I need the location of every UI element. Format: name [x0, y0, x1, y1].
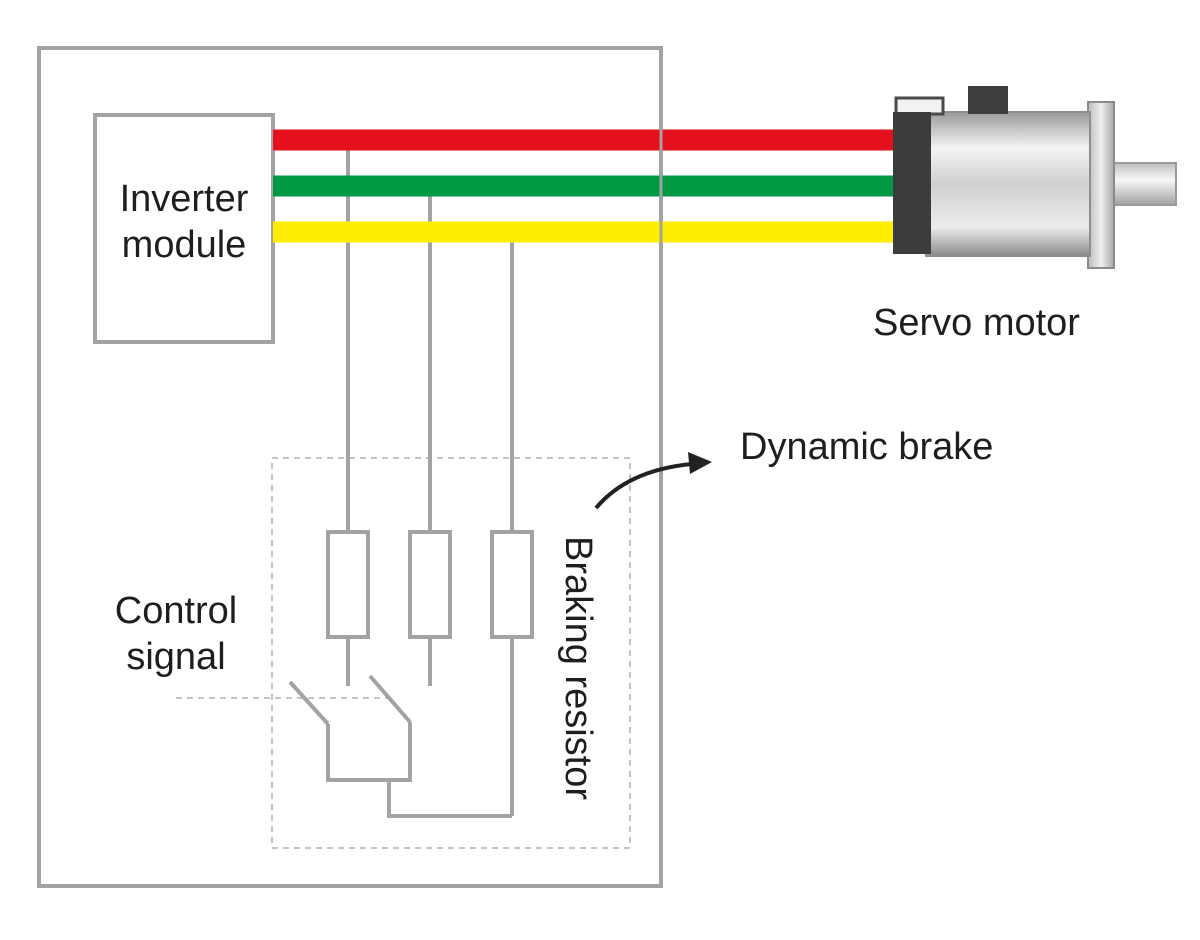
dynamic-brake-label: Dynamic brake: [740, 426, 994, 468]
motor-connector-box: [968, 86, 1008, 114]
drive-enclosure: [37, 46, 663, 888]
brake-switch-circuit: [288, 637, 514, 818]
servo-motor-label: Servo motor: [873, 302, 1080, 344]
inverter-module-label: Inverter module: [96, 176, 272, 268]
switch-blade-2: [368, 674, 412, 724]
arrow-head: [688, 452, 712, 474]
return-wire: [387, 780, 512, 818]
braking-resistors: [326, 530, 534, 639]
branch-wires: [346, 140, 514, 532]
braking-resistor-label: Braking resistor: [557, 536, 599, 800]
braking-resistor-1: [326, 530, 370, 639]
braking-resistor-2: [408, 530, 452, 639]
inverter-label-line2: module: [121, 224, 247, 266]
motor-body: [925, 111, 1091, 257]
motor-shaft: [1111, 162, 1177, 206]
control-signal-label: Control signal: [96, 588, 256, 680]
motor-flange: [1087, 101, 1115, 269]
servo-motor: [893, 86, 1177, 269]
motor-encoder-tab: [894, 96, 945, 116]
motor-end-cap: [893, 112, 931, 254]
switch-blade-1: [288, 680, 330, 726]
switch-common-wire: [326, 722, 412, 782]
arrow-curve: [594, 462, 693, 510]
control-label-line1: Control: [114, 590, 238, 632]
inverter-label-line1: Inverter: [119, 178, 249, 220]
control-label-line2: signal: [126, 636, 226, 678]
braking-resistor-3: [490, 530, 534, 639]
dynamic-brake-region: [271, 457, 631, 849]
dynamic-brake-arrow: [594, 452, 712, 510]
